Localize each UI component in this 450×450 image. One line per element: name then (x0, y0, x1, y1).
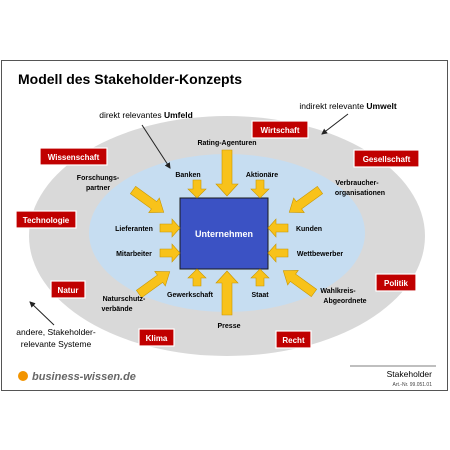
badge-wissenschaft-label: Wissenschaft (48, 153, 100, 162)
arrow-forschung (129, 185, 165, 213)
badge-wirtschaft-label: Wirtschaft (260, 126, 299, 135)
umfeld-caption: direkt relevantes Umfeld (99, 110, 193, 120)
label-forschungspartner-1: Forschungs- (77, 175, 120, 182)
badge-wissenschaft: Wissenschaft (39, 147, 108, 166)
badge-klima-label: Klima (146, 334, 168, 343)
center-box (179, 197, 269, 270)
label-forschungspartner-2: partner (86, 185, 110, 192)
arrow-naturschutz (135, 271, 171, 299)
arrow-staat (250, 268, 270, 287)
badge-technologie-label: Technologie (23, 216, 70, 225)
label-wahlkreis-2: Abgeordnete (323, 298, 366, 305)
andere-systeme-line1: andere, Stakeholder- (16, 327, 96, 337)
umwelt-bold: Umwelt (366, 101, 396, 111)
arrow-wettbewerber (267, 243, 289, 263)
umfeld-pointer-line (141, 124, 171, 169)
footer-article-number: Art.-Nr. 99.051.01 (393, 382, 433, 388)
brand-name: business-wissen.de (32, 371, 136, 383)
label-naturschutz-2: verbände (101, 306, 132, 313)
arrow-wahlkreis (282, 270, 318, 298)
arrow-lieferanten (159, 218, 181, 238)
badge-wirtschaft: Wirtschaft (251, 120, 309, 139)
label-banken: Banken (175, 172, 200, 179)
badge-recht-label: Recht (282, 336, 305, 345)
label-wahlkreis-1: Wahlkreis- (320, 288, 356, 295)
umfeld-prefix: direkt relevantes (99, 110, 164, 120)
arrow-verbraucher (288, 185, 324, 213)
andere-pointer-line (29, 301, 55, 326)
umfeld-bold: Umfeld (164, 110, 193, 120)
badge-gesellschaft-label: Gesellschaft (363, 155, 411, 164)
umwelt-pointer-line (321, 113, 349, 135)
arrow-presse (215, 270, 239, 316)
arrow-aktionaere (250, 179, 270, 199)
label-staat: Staat (251, 292, 269, 299)
badge-natur: Natur (50, 280, 86, 299)
andere-systeme-line2: relevante Systeme (21, 339, 92, 349)
center-label: Unternehmen (195, 229, 253, 239)
label-verbraucher-2: organisationen (335, 190, 385, 197)
label-rating-agenturen: Rating-Agenturen (197, 140, 256, 147)
label-kunden: Kunden (296, 226, 322, 233)
label-naturschutz-1: Naturschutz- (103, 296, 146, 303)
badge-politik-label: Politik (384, 279, 409, 288)
badge-gesellschaft: Gesellschaft (353, 149, 420, 168)
arrow-kunden (267, 218, 289, 238)
label-lieferanten: Lieferanten (115, 226, 153, 233)
arrow-rating (215, 149, 239, 197)
label-verbraucher-1: Verbraucher- (335, 180, 379, 187)
label-aktionaere: Aktionäre (246, 172, 278, 179)
umwelt-caption: indirekt relevante Umwelt (299, 101, 396, 111)
badge-politik: Politik (375, 273, 417, 292)
label-wettbewerber: Wettbewerber (297, 251, 343, 258)
badge-technologie: Technologie (15, 210, 77, 229)
badge-klima: Klima (138, 328, 175, 347)
badge-natur-label: Natur (58, 286, 79, 295)
arrow-gewerkschaft (187, 268, 207, 287)
brand-dot-icon (18, 371, 28, 381)
badge-recht: Recht (275, 330, 312, 349)
footer-label: Stakeholder (387, 369, 433, 379)
page-title: Modell des Stakeholder-Konzepts (18, 71, 242, 87)
label-mitarbeiter: Mitarbeiter (116, 251, 152, 258)
umwelt-prefix: indirekt relevante (299, 101, 366, 111)
arrow-banken (187, 179, 207, 199)
arrow-mitarbeiter (159, 243, 181, 263)
label-presse: Presse (218, 323, 241, 330)
label-gewerkschaft: Gewerkschaft (167, 292, 214, 299)
